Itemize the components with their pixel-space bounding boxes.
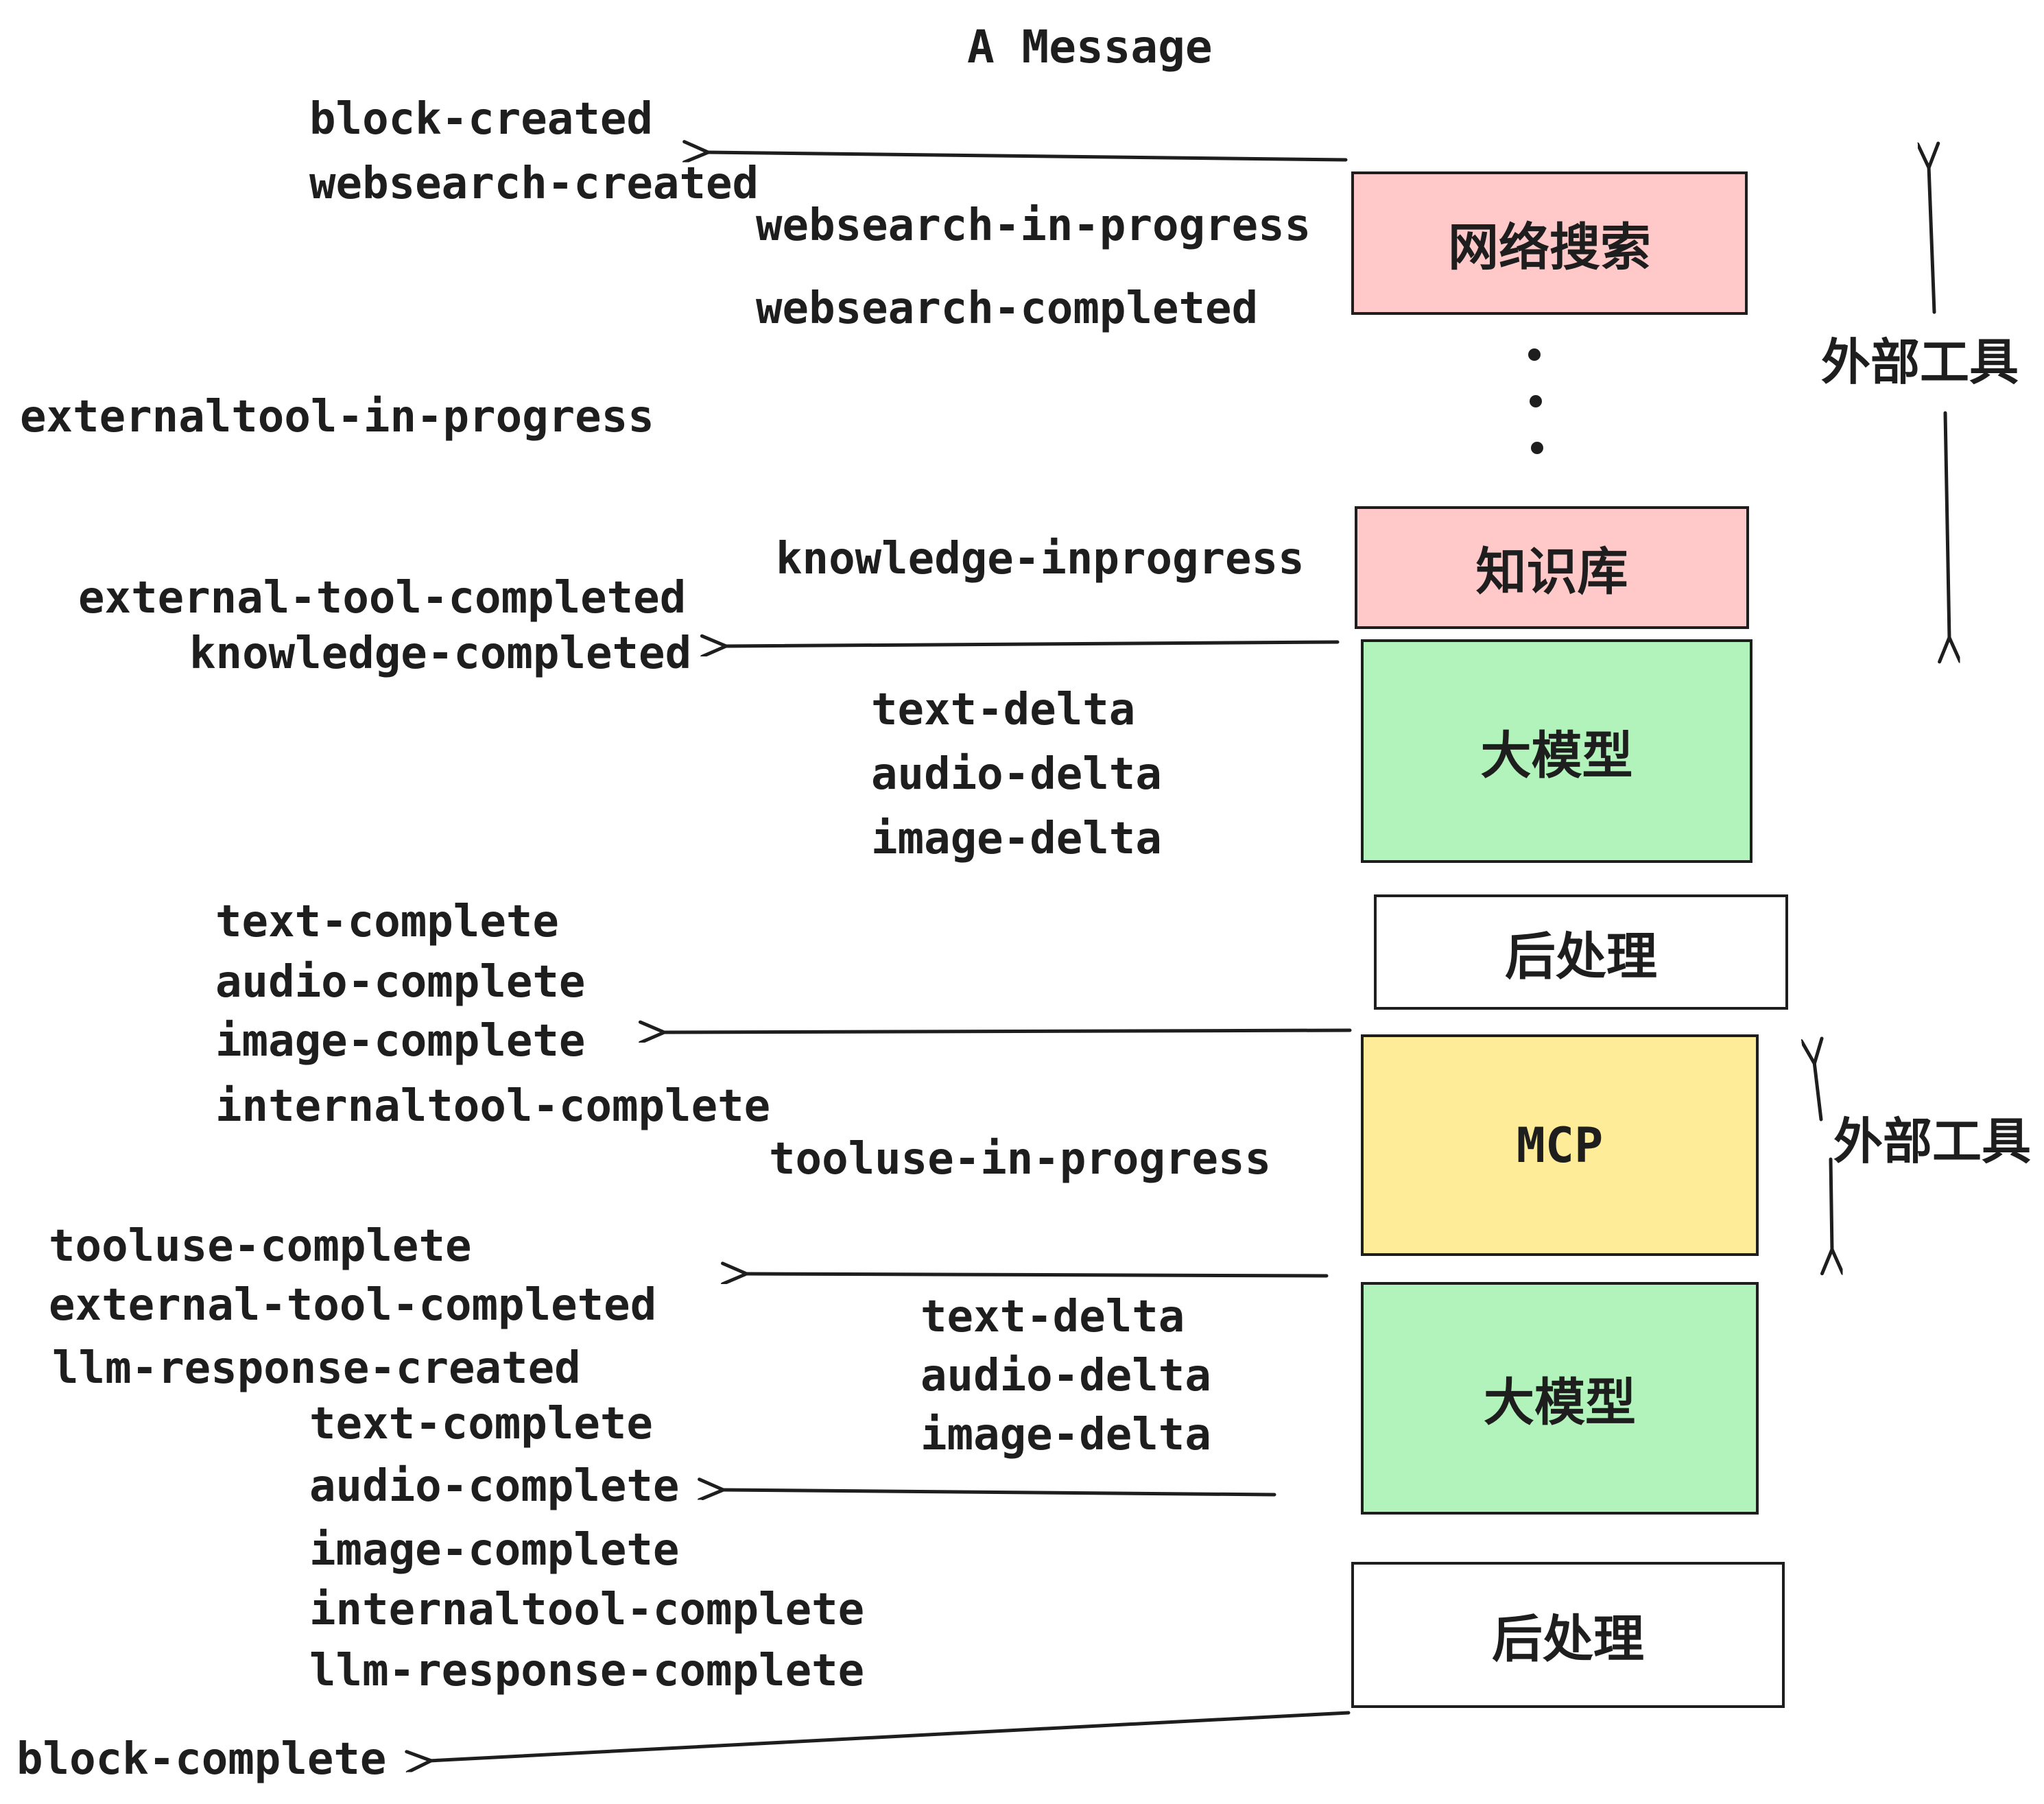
page-title: A Message <box>967 21 1213 73</box>
event-text-delta-2: text-delta <box>920 1292 1185 1342</box>
event-knowledge-inprogress: knowledge-inprogress <box>776 534 1305 584</box>
event-externaltool-in-progress: externaltool-in-progress <box>20 392 654 442</box>
box-llm-1-label: 大模型 <box>1480 726 1633 785</box>
box-knowledge-label: 知识库 <box>1475 543 1628 602</box>
ellipsis-dot-2 <box>1530 395 1542 407</box>
arrow-external-tools-top-down <box>1945 411 1949 639</box>
event-external-tool-completed-2: external-tool-completed <box>49 1280 657 1331</box>
event-block-complete: block-complete <box>16 1734 387 1785</box>
box-websearch-label: 网络搜索 <box>1448 218 1651 277</box>
arrow-block-created <box>706 152 1348 160</box>
event-audio-complete-2: audio-complete <box>309 1461 680 1512</box>
arrow-audio-complete <box>722 1490 1276 1495</box>
event-external-tool-completed-1: external-tool-completed <box>78 573 687 624</box>
event-text-delta-1: text-delta <box>871 685 1136 735</box>
event-block-created: block-created <box>309 94 653 145</box>
arrow-external-tools-top-up <box>1929 166 1934 314</box>
event-audio-delta-1: audio-delta <box>871 749 1162 800</box>
event-image-delta-1: image-delta <box>871 814 1162 864</box>
event-knowledge-completed: knowledge-completed <box>189 628 692 679</box>
arrow-image-complete <box>663 1030 1352 1032</box>
ellipsis-dot-1 <box>1528 348 1541 361</box>
event-websearch-completed: websearch-completed <box>756 283 1259 334</box>
box-postprocess-2-label: 后处理 <box>1492 1610 1644 1669</box>
ellipsis-dot-3 <box>1531 442 1543 454</box>
box-mcp-label: MCP <box>1516 1117 1604 1174</box>
event-image-complete-1: image-complete <box>215 1016 586 1067</box>
box-postprocess-1-label: 后处理 <box>1505 927 1657 986</box>
event-tooluse-complete: tooluse-complete <box>49 1221 472 1272</box>
event-websearch-in-progress: websearch-in-progress <box>756 200 1311 251</box>
box-mcp: MCP <box>1361 1034 1759 1256</box>
event-llm-response-complete: llm-response-complete <box>309 1646 865 1696</box>
box-llm-1: 大模型 <box>1361 639 1752 863</box>
box-knowledge: 知识库 <box>1355 506 1749 629</box>
box-llm-2: 大模型 <box>1361 1282 1759 1515</box>
arrow-external-tools-bottom-down <box>1831 1157 1832 1251</box>
box-websearch: 网络搜索 <box>1351 171 1748 315</box>
arrow-knowledge-completed <box>724 642 1340 646</box>
event-internaltool-complete-1: internaltool-complete <box>215 1081 771 1132</box>
event-text-complete-1: text-complete <box>215 897 559 947</box>
event-image-complete-2: image-complete <box>309 1525 680 1576</box>
event-audio-delta-2: audio-delta <box>920 1351 1211 1401</box>
box-postprocess-2: 后处理 <box>1351 1562 1785 1708</box>
event-text-complete-2: text-complete <box>309 1399 653 1449</box>
event-audio-complete-1: audio-complete <box>215 957 586 1008</box>
arrow-external-tool-completed <box>745 1274 1329 1276</box>
arrow-external-tools-bottom-up <box>1814 1062 1821 1121</box>
side-label-external-tools-bottom: 外部工具 <box>1833 1113 2032 1170</box>
side-label-external-tools-top: 外部工具 <box>1821 333 2019 391</box>
event-llm-response-created: llm-response-created <box>52 1343 581 1394</box>
arrow-block-complete <box>429 1711 1351 1761</box>
box-postprocess-1: 后处理 <box>1374 894 1788 1010</box>
event-image-delta-2: image-delta <box>920 1410 1211 1460</box>
event-websearch-created: websearch-created <box>309 158 759 209</box>
event-internaltool-complete-2: internaltool-complete <box>309 1585 865 1635</box>
event-tooluse-in-progress: tooluse-in-progress <box>769 1134 1272 1185</box>
box-llm-2-label: 大模型 <box>1484 1373 1636 1432</box>
